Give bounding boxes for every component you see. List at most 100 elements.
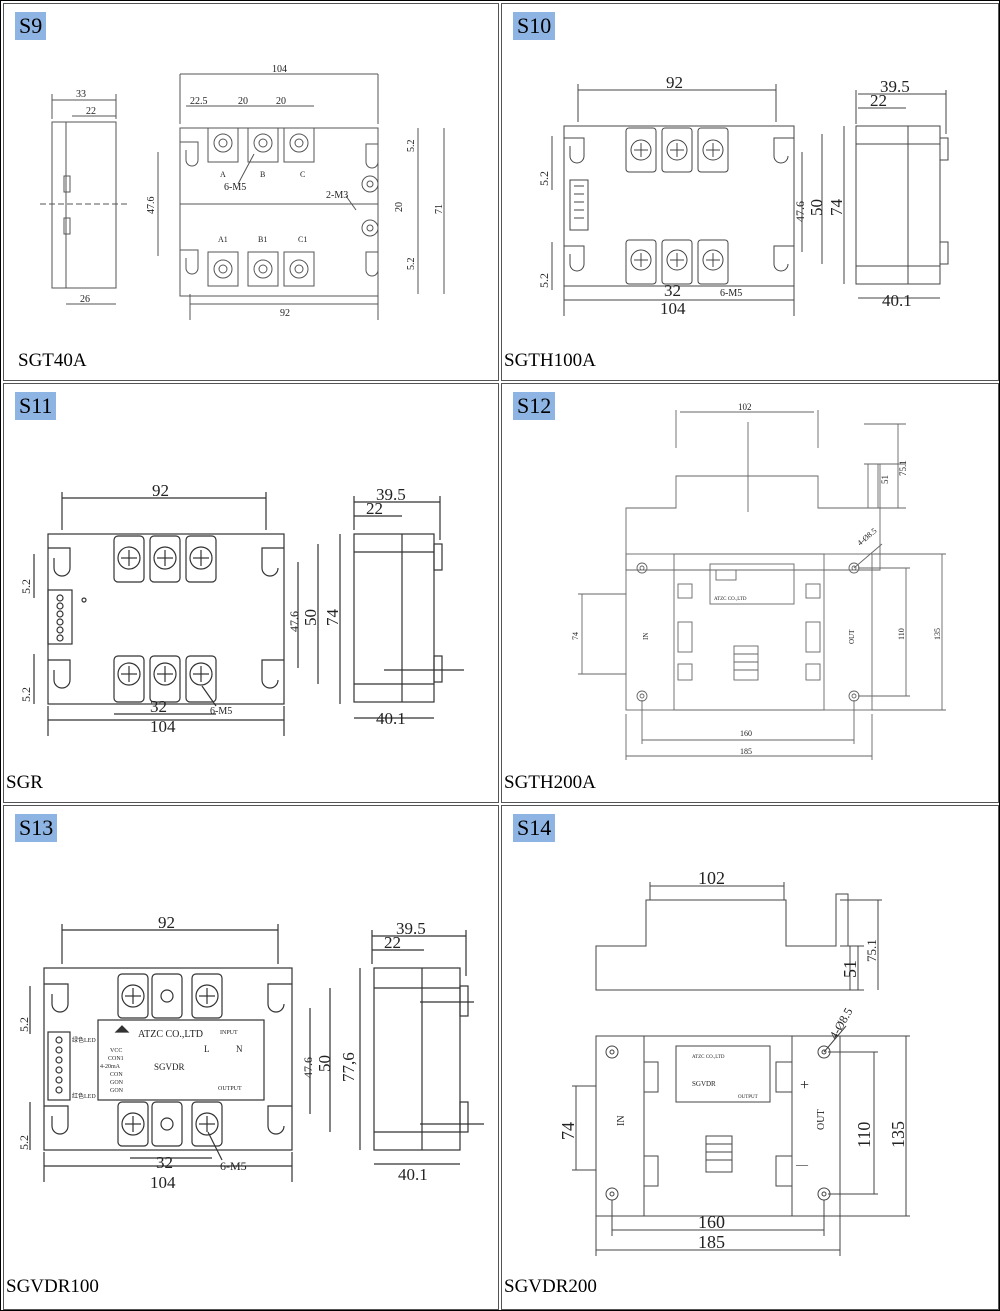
panel-s12: S12 SGTH200A 102 51 75.1 ATZC CO.,LTD IN…: [501, 383, 999, 803]
pin-vcc: VCC: [110, 1048, 122, 1054]
product-label: SGVDR: [154, 1062, 185, 1072]
dim-32: 32: [150, 697, 167, 716]
panel-tag: S12: [513, 392, 556, 420]
dim-22: 22: [870, 91, 887, 110]
dim-75-1: 75.1: [898, 460, 908, 476]
terminal-b: B: [260, 170, 265, 179]
terminal-minus: —: [795, 1157, 809, 1171]
dim-47-6: 47.6: [301, 1057, 315, 1078]
dim-39-5: 39.5: [396, 919, 426, 938]
dim-74: 74: [323, 609, 342, 627]
hole-spec-label: 4-Ø8.5: [856, 526, 879, 547]
dim-26: 26: [80, 294, 90, 305]
label-in: IN: [642, 633, 650, 640]
dim-50: 50: [807, 199, 826, 216]
dim-74: 74: [571, 632, 580, 640]
dim-5-2: 5.2: [406, 258, 417, 271]
dim-51: 51: [880, 475, 890, 484]
product-label: SGVDR: [692, 1080, 716, 1088]
dim-5-2: 5.2: [406, 140, 417, 153]
terminal-b1: B1: [258, 235, 267, 244]
dim-51: 51: [840, 960, 860, 978]
thread-m3-label: 2-M3: [326, 190, 348, 201]
dimension-drawing-sgth200a: 102 51 75.1 ATZC CO.,LTD IN OUT 4-Ø8.5 7…: [571, 402, 946, 760]
dimension-drawing-sgvdr100: ATZC CO.,LTD SGVDR INPUT OUTPUT L N VCC …: [17, 913, 484, 1192]
dim-135: 135: [933, 628, 942, 640]
pin-con: CON: [110, 1072, 123, 1078]
dim-32: 32: [664, 281, 681, 300]
terminal-a: A: [220, 170, 226, 179]
model-name: SGTH200A: [504, 772, 596, 793]
label-out: OUT: [848, 629, 856, 644]
pin-4-20ma: 4-20mA: [100, 1064, 121, 1070]
dim-20: 20: [394, 202, 405, 212]
dim-92: 92: [158, 913, 175, 932]
terminal-c1: C1: [298, 235, 307, 244]
output-label: OUTPUT: [738, 1095, 758, 1100]
dim-102: 102: [738, 402, 752, 412]
model-name: SGVDR200: [504, 1276, 597, 1297]
dimension-drawing-sgth100a: 92 39.5 22 32 6-M5 104 40.1 47.6 50 74 5…: [537, 73, 949, 318]
panel-tag: S10: [513, 12, 556, 40]
panel-tag: S13: [15, 814, 58, 842]
dim-104: 104: [150, 717, 176, 736]
terminal-c: C: [300, 170, 305, 179]
dim-5-2: 5.2: [17, 1135, 31, 1150]
panel-tag: S14: [513, 814, 556, 842]
pin-gon: GON: [110, 1080, 124, 1086]
dim-102: 102: [698, 868, 725, 888]
dim-104: 104: [660, 299, 686, 318]
terminal-n: N: [236, 1044, 243, 1054]
thread-m5-label: 6-M5: [220, 1159, 247, 1173]
led-green-label: 绿色LED: [72, 1036, 96, 1044]
dim-20: 20: [276, 96, 286, 107]
dim-5-2: 5.2: [537, 273, 551, 288]
dim-47-6: 47.6: [793, 201, 807, 222]
thread-m5-label: 6-M5: [210, 706, 232, 717]
dim-22: 22: [86, 106, 96, 117]
dim-22-5: 22.5: [190, 96, 208, 107]
dim-77-6: 77,6: [339, 1052, 358, 1082]
panel-tag: S9: [15, 12, 47, 40]
dim-104: 104: [150, 1173, 176, 1192]
thread-m5-label: 6-M5: [720, 288, 742, 299]
dim-110: 110: [897, 628, 906, 640]
panel-s10: S10 SGTH100A 92 39.5 22: [501, 3, 999, 381]
terminal-l: L: [204, 1044, 210, 1054]
brand-label: ATZC CO.,LTD: [714, 597, 747, 602]
dim-40-1: 40.1: [376, 709, 406, 728]
dim-22: 22: [366, 499, 383, 518]
dim-47-6: 47.6: [146, 197, 157, 215]
dim-160: 160: [740, 729, 752, 738]
brand-label: ATZC CO.,LTD: [692, 1055, 725, 1060]
output-label: OUTPUT: [218, 1086, 242, 1092]
dim-33: 33: [76, 89, 86, 100]
terminal-screw-group: [625, 127, 729, 285]
dim-92: 92: [152, 481, 169, 500]
dim-5-2: 5.2: [19, 687, 33, 702]
dim-74: 74: [558, 1122, 578, 1140]
dim-104: 104: [272, 64, 287, 75]
brand-label: ATZC CO.,LTD: [138, 1029, 203, 1040]
dim-5-2: 5.2: [537, 171, 551, 186]
dim-40-1: 40.1: [398, 1165, 428, 1184]
terminal-plus: +: [800, 1077, 809, 1094]
dim-185: 185: [740, 747, 752, 756]
panel-s9: S9 SGT40A 33 22 26 A B C A1: [3, 3, 499, 381]
dim-5-2: 5.2: [17, 1017, 31, 1032]
dim-32: 32: [156, 1153, 173, 1172]
terminal-screw-group: [117, 973, 223, 1147]
dim-75-1: 75.1: [864, 939, 879, 962]
terminal-screw-group: [113, 535, 217, 703]
input-label: INPUT: [220, 1030, 238, 1036]
dim-40-1: 40.1: [882, 291, 912, 310]
dim-74: 74: [827, 199, 846, 217]
dim-47-6: 47.6: [287, 611, 301, 632]
dim-50: 50: [301, 609, 320, 626]
dim-20: 20: [238, 96, 248, 107]
dim-71: 71: [434, 204, 445, 214]
terminal-a1: A1: [218, 235, 228, 244]
panel-s13: S13 SGVDR100 ATZC CO.,LTD SGVDR INPUT OU…: [3, 805, 499, 1310]
panel-s14: S14 SGVDR200 102 51 75.1 ATZC CO.,LTD SG…: [501, 805, 999, 1310]
label-in: IN: [616, 1115, 627, 1126]
